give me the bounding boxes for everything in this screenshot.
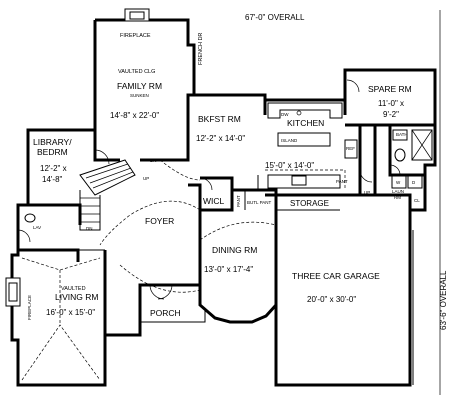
overall-width: 67'-0" OVERALL <box>245 13 305 22</box>
living-name: LIVING RM <box>55 292 98 302</box>
spare-dims1: 11'-0" x <box>378 99 404 108</box>
laun-label: LAUN <box>392 189 404 194</box>
library-name2: BEDRM <box>37 147 68 157</box>
porch-label: PORCH <box>150 308 181 318</box>
up-label-kitchen: UP <box>364 190 370 195</box>
cl-label: CL <box>414 198 420 203</box>
library-name1: LIBRARY/ <box>33 137 72 147</box>
range <box>291 175 307 186</box>
wall-garage <box>274 210 412 387</box>
bkfst-name: BKFST RM <box>198 114 241 124</box>
living-note: VAULTED <box>61 286 86 292</box>
door-swings <box>17 79 401 300</box>
fireplace-left-label: FIREPLACE <box>27 295 32 320</box>
family-name: FAMILY RM <box>117 81 162 91</box>
ref-label: REF <box>346 146 355 151</box>
overall-depth: 63'-6" OVERALL <box>439 270 448 330</box>
d-label: D <box>412 180 416 185</box>
stairs <box>79 159 136 231</box>
wicl-label: WICL <box>203 196 225 206</box>
family-dims: 14'-8" x 22'-0" <box>110 111 159 120</box>
fireplace-left-chimney <box>5 277 21 307</box>
living-dims: 16'-0" x 15'-0" <box>46 308 95 317</box>
up-label-1: UP <box>143 176 149 181</box>
dining-name: DINING RM <box>212 245 257 255</box>
kitchen-dims: 15'-0" x 14'-0" <box>265 161 314 170</box>
wall-family <box>95 18 196 162</box>
butlpant-label: BUTL PANT <box>247 200 272 205</box>
dining-dims: 13'-0" x 17'-4" <box>204 265 253 274</box>
rm-label: RM <box>394 195 401 200</box>
fireplace-top-label: FIREPLACE <box>120 33 151 39</box>
dn-label-1: DN <box>150 158 157 163</box>
family-sub: SUNKEN <box>130 93 149 98</box>
island-label: ISLAND <box>281 138 298 143</box>
french-dr-label: FRENCH DR <box>198 33 204 65</box>
bkfst-dims: 12'-2" x 14'-0" <box>196 134 245 143</box>
pant-kitchen-label: PANT <box>336 179 348 184</box>
dn-label-2: DN <box>86 226 93 231</box>
library-dims2: 14'-8" <box>42 175 63 184</box>
spare-dims2: 9'-2" <box>383 110 399 119</box>
family-note: VAULTED CLG <box>118 69 155 75</box>
kitchen-cabinets <box>267 102 358 189</box>
living-vault <box>21 257 101 381</box>
storage-label: STORAGE <box>290 199 329 208</box>
spare-name: SPARE RM <box>368 84 412 94</box>
pant-label: PANT <box>236 195 241 207</box>
lav-fixture <box>24 213 36 223</box>
lav-label: LAV <box>33 225 41 230</box>
dining-bay <box>198 285 278 324</box>
bath-label: BATH <box>396 132 408 137</box>
kitchen-name: KITCHEN <box>287 118 324 128</box>
library-dims1: 12'-2" x <box>40 164 67 173</box>
foyer-label: FOYER <box>145 216 174 226</box>
garage-dims: 20'-0" x 30'-0" <box>307 295 356 304</box>
island <box>277 132 331 147</box>
w-label: W <box>396 180 401 185</box>
bath-fixtures <box>391 129 433 189</box>
garage-name: THREE CAR GARAGE <box>292 271 380 281</box>
dw-label: DW <box>281 112 289 117</box>
